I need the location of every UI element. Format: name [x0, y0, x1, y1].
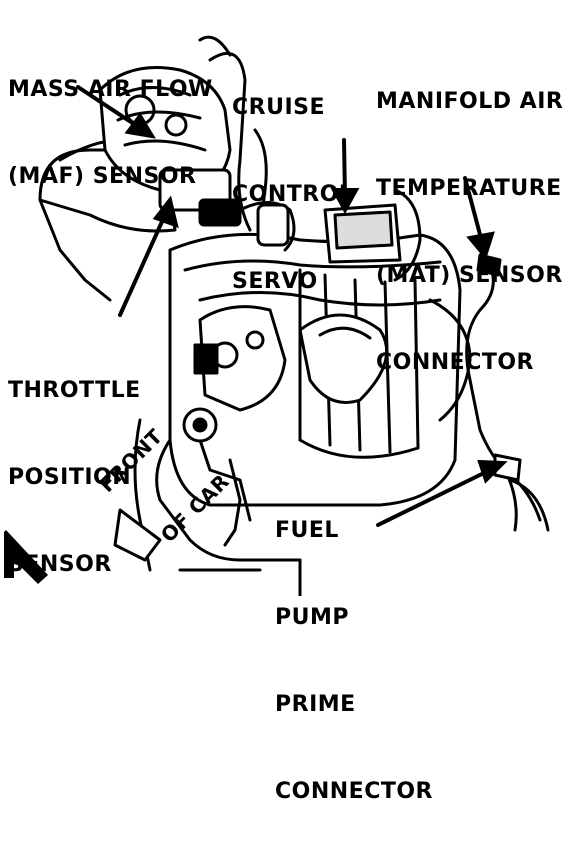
cruise-label-line-2: CONTROL — [232, 182, 354, 208]
mat-label-line-1: MANIFOLD AIR — [376, 89, 564, 115]
maf-label-line-1: MASS AIR FLOW — [8, 77, 213, 103]
fuel-label-line-4: CONNECTOR — [275, 779, 433, 805]
fuel-label: FUEL PUMP PRIME CONNECTOR — [275, 458, 433, 864]
fuel-label-line-1: FUEL — [275, 518, 339, 544]
maf-label: MASS AIR FLOW (MAF) SENSOR — [8, 17, 213, 249]
engine-bay-drawing — [4, 35, 550, 596]
tps-label-line-3: SENSOR — [8, 552, 112, 578]
tps-label: THROTTLE POSITION SENSOR — [8, 318, 141, 637]
cruise-label-line-3: SERVO — [232, 269, 318, 295]
mat-label: MANIFOLD AIR TEMPERATURE (MAT) SENSOR CO… — [376, 29, 563, 435]
front-arrow-icon — [4, 530, 48, 584]
tps-label-line-2: POSITION — [8, 465, 132, 491]
cruise-label-line-1: CRUISE — [232, 95, 326, 121]
cruise-label: CRUISE CONTROL SERVO — [232, 35, 353, 354]
fuel-label-line-2: PUMP — [275, 605, 350, 631]
engine-diagram: MASS AIR FLOW (MAF) SENSOR CRUISE CONTRO… — [4, 17, 563, 804]
front-label-line-2: OF CAR — [155, 469, 234, 548]
mat-label-line-2: TEMPERATURE — [376, 176, 562, 202]
front-label-line-1: FRONT — [94, 423, 168, 497]
mat-label-line-3: (MAT) SENSOR — [376, 263, 563, 289]
tps-label-line-1: THROTTLE — [8, 378, 141, 404]
fuel-label-line-3: PRIME — [275, 692, 356, 718]
maf-label-line-2: (MAF) SENSOR — [8, 164, 197, 190]
mat-label-line-4: CONNECTOR — [376, 350, 534, 376]
